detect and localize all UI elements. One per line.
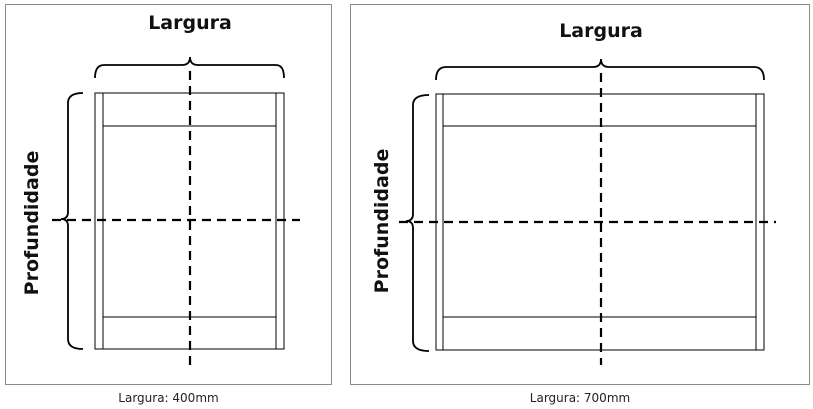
width-label: Largura — [148, 12, 232, 34]
drawer-diagram-right: Largura Profundidade — [371, 20, 776, 365]
width-label: Largura — [559, 20, 643, 42]
caption-left: Largura: 400mm — [118, 391, 219, 405]
depth-label: Profundidade — [21, 151, 43, 296]
diagram-panel-right: Largura Profundidade — [350, 4, 810, 385]
caption-right: Largura: 700mm — [529, 391, 631, 405]
diagram-panel-left: Largura Profundidade — [5, 4, 332, 385]
width-brace — [94, 56, 285, 79]
width-brace — [435, 58, 765, 81]
drawer-diagram-left: Largura Profundidade — [21, 12, 300, 365]
depth-label: Profundidade — [371, 149, 393, 294]
